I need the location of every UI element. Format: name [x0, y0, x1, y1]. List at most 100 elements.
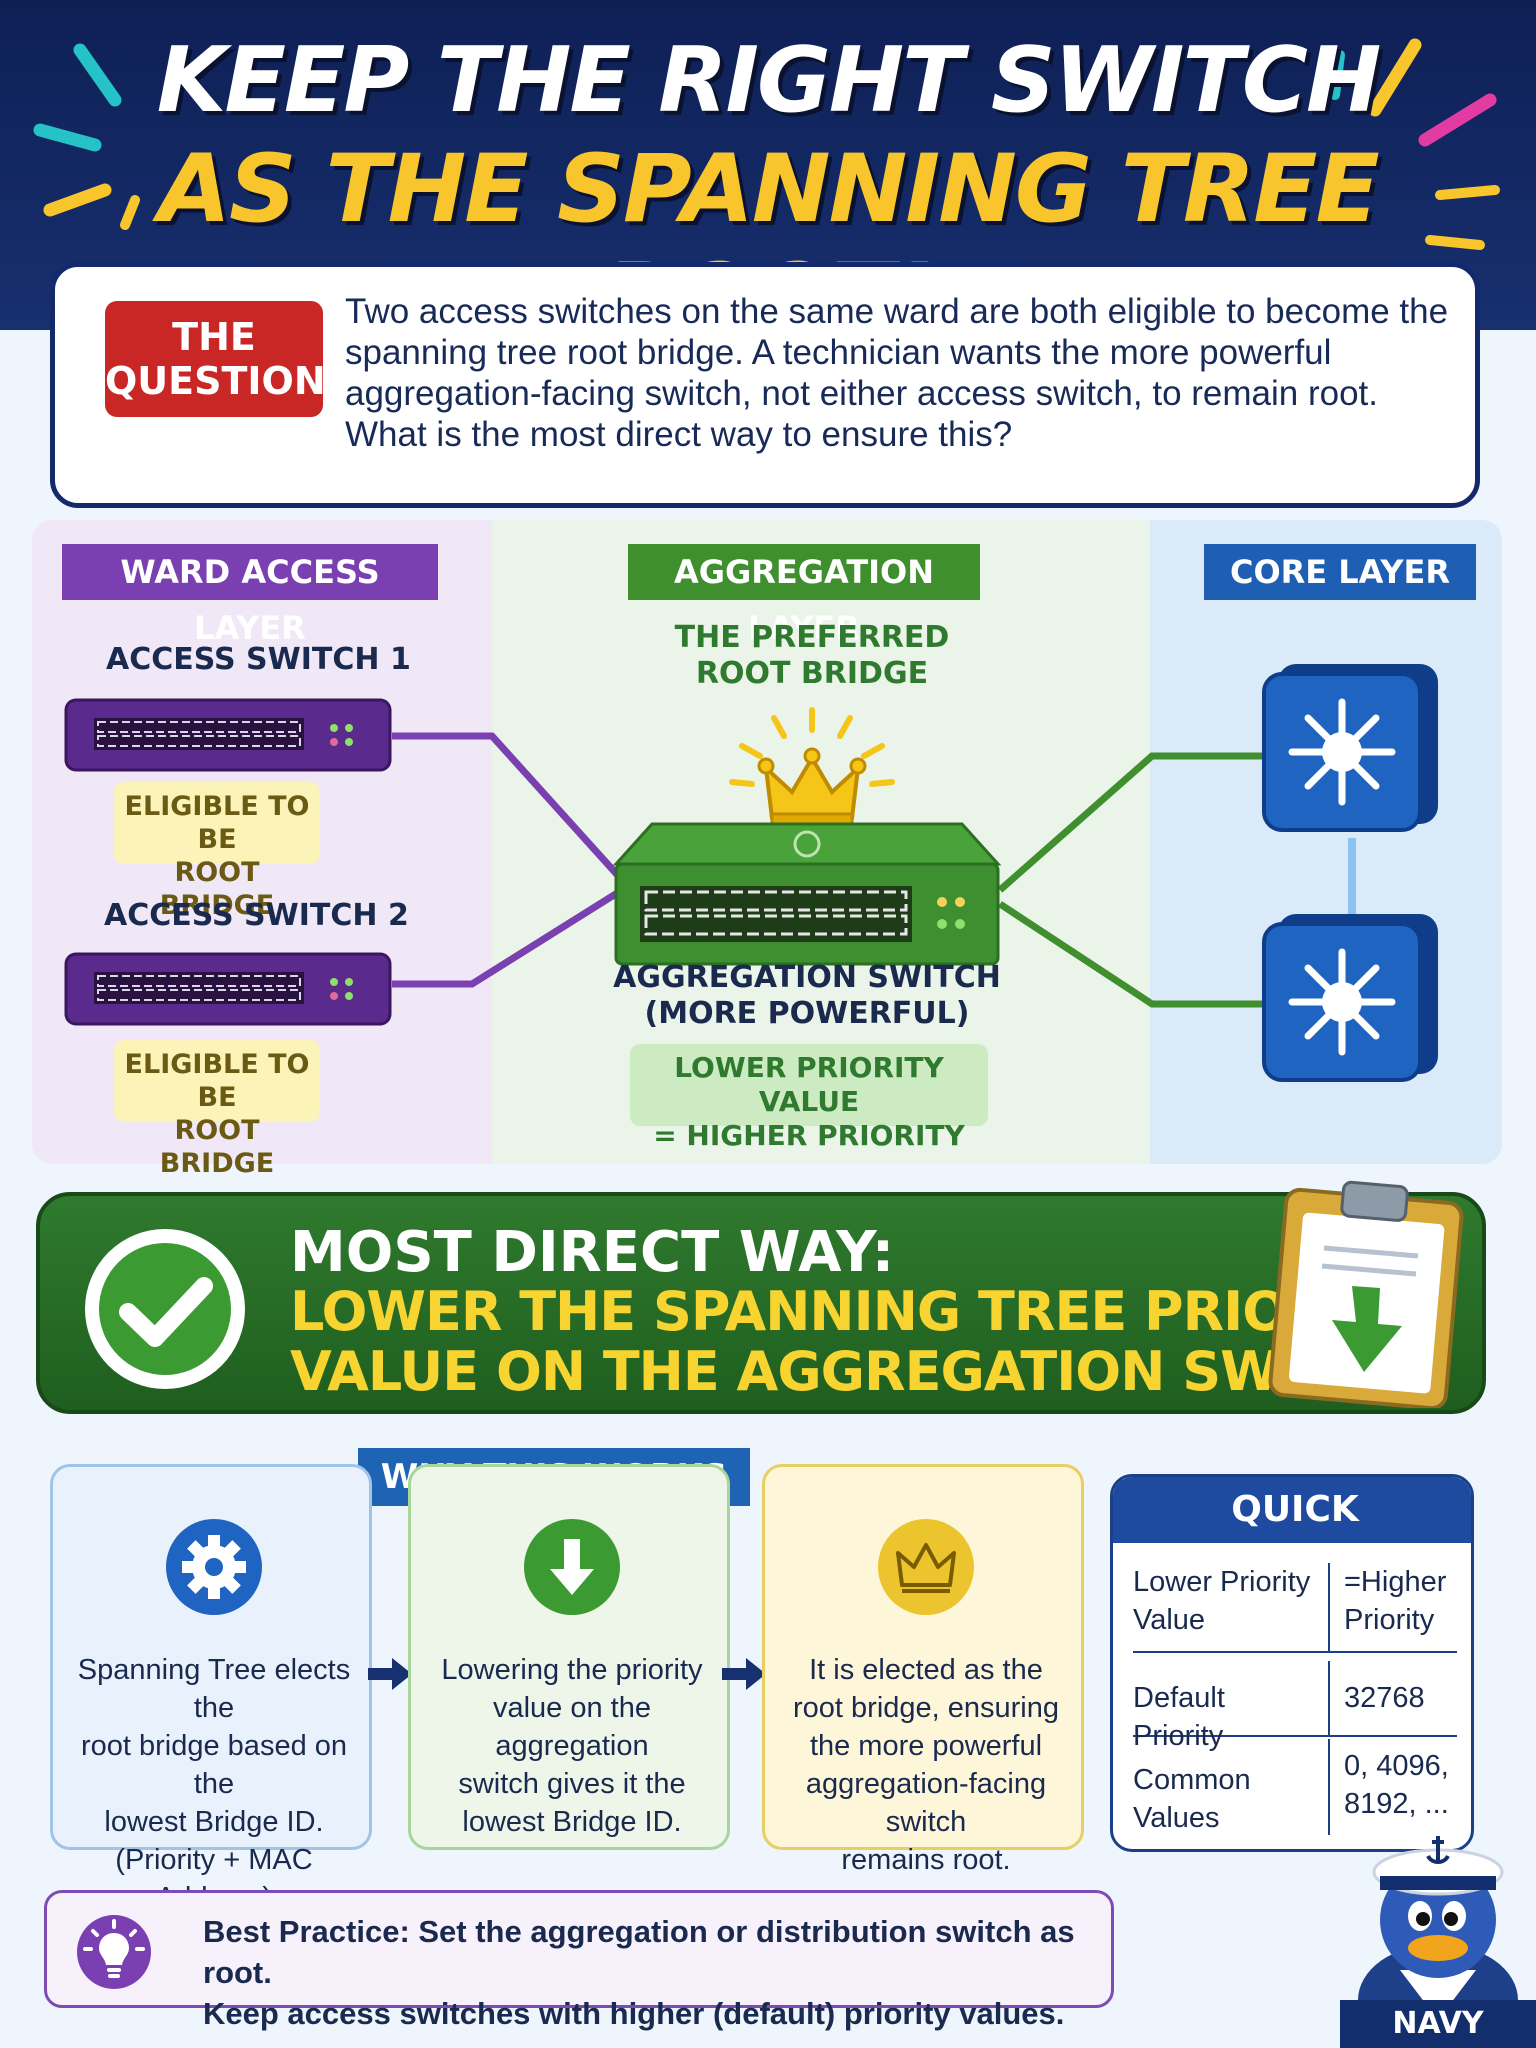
ward-access-layer-tag: WARD ACCESS LAYER	[62, 544, 438, 647]
link-aggregation-core1	[997, 752, 1272, 893]
quick-reference-row: Common Values 0, 4096, 8192, ...	[1133, 1739, 1457, 1835]
aggregation-switch-line-2: (MORE POWERFUL)	[644, 996, 970, 1031]
why-card-1-text: Spanning Tree elects the root bridge bas…	[71, 1651, 357, 1917]
why-card-2-line-4: lowest Bridge ID.	[462, 1806, 682, 1838]
best-practice-line-2: Keep access switches with higher (defaul…	[203, 1996, 1065, 2031]
quick-reference-key: Default Priority	[1133, 1679, 1313, 1755]
link-access1-aggregation	[392, 732, 625, 883]
why-card-3-text: It is elected as the root bridge, ensuri…	[783, 1651, 1069, 1879]
why-card-3-line-1: It is elected as the	[809, 1654, 1043, 1686]
answer-heading: MOST DIRECT WAY:	[290, 1220, 895, 1285]
why-card-2-line-3: switch gives it the	[458, 1768, 686, 1800]
why-card-2: Lowering the priority value on the aggre…	[408, 1464, 730, 1850]
row-1-key-line-2: Value	[1133, 1604, 1206, 1636]
gear-icon	[166, 1519, 262, 1615]
access-switch-1-note: ELIGIBLE TO BE ROOT BRIDGE	[114, 782, 320, 921]
core-switch-2-icon	[1262, 914, 1438, 1082]
question-text: Two access switches on the same ward are…	[345, 292, 1449, 454]
network-diagram: WARD ACCESS LAYER AGGREGATION LAYER CORE…	[32, 520, 1502, 1179]
priority-note-line-1: LOWER PRIORITY VALUE	[674, 1051, 944, 1118]
question-box: THE QUESTION: Two access switches on the…	[50, 262, 1480, 508]
crown-icon	[729, 707, 895, 830]
quick-reference-value: 32768	[1328, 1661, 1463, 1735]
link-aggregation-core2	[998, 901, 1272, 1008]
row-3-value-line-2: 8192, ...	[1344, 1788, 1449, 1820]
check-circle-icon	[85, 1229, 245, 1389]
quick-reference-row: Default Priority 32768	[1133, 1661, 1457, 1752]
row-2-value-line-1: 32768	[1344, 1682, 1425, 1714]
crown-shape	[896, 1543, 956, 1593]
lightbulb-shape	[83, 1919, 145, 1978]
priority-note-line-2: = HIGHER PRIORITY	[653, 1119, 965, 1152]
quick-reference-value: =Higher Priority	[1328, 1563, 1463, 1651]
why-card-2-line-2: value on the aggregation	[492, 1692, 651, 1762]
link-access2-aggregation	[392, 887, 624, 988]
row-1-value-line-2: Priority	[1344, 1604, 1435, 1636]
access-switch-2-note-line-1: ELIGIBLE TO BE	[124, 1049, 310, 1113]
row-1-value-line-1: =Higher	[1344, 1566, 1447, 1598]
access-switch-2-note-line-2: ROOT BRIDGE	[159, 1115, 275, 1179]
access-switch-2-label: ACCESS SWITCH 2	[104, 898, 409, 933]
preferred-root-line-1: THE PREFERRED	[674, 620, 950, 655]
down-arrow-shape	[550, 1539, 594, 1595]
answer-line-2: VALUE ON THE AGGREGATION SWITCH	[290, 1340, 1417, 1403]
gear-icon-shape	[182, 1535, 246, 1599]
access-switch-2-note: ELIGIBLE TO BE ROOT BRIDGE	[114, 1040, 320, 1179]
aggregation-switch-icon	[612, 822, 1002, 966]
right-burst-icon	[1330, 38, 1500, 250]
quick-reference-table: QUICK REFERENCE Lower Priority Value =Hi…	[1110, 1474, 1474, 1852]
connection-lines	[392, 732, 1356, 1008]
question-tag: THE QUESTION:	[105, 301, 341, 417]
access-switch-1-note-line-2: ROOT BRIDGE	[159, 857, 275, 921]
core-switch-1-icon	[1262, 664, 1438, 832]
header-banner: KEEP THE RIGHT SWITCH AS THE SPANNING TR…	[0, 0, 1536, 353]
quick-reference-title: QUICK REFERENCE	[1113, 1477, 1471, 1596]
clipboard-down-arrow-icon	[1268, 1180, 1464, 1408]
aggregation-layer-tag: AGGREGATION LAYER	[628, 544, 980, 647]
lightbulb-icon	[77, 1915, 151, 1989]
quick-reference-row: Lower Priority Value =Higher Priority	[1133, 1563, 1457, 1653]
question-tag-line-1: THE	[172, 315, 256, 359]
why-card-3-line-5: remains root.	[841, 1844, 1011, 1876]
left-burst-icon	[33, 43, 140, 230]
title-line-1: KEEP THE RIGHT SWITCH	[156, 28, 1382, 133]
priority-note: LOWER PRIORITY VALUE = HIGHER PRIORITY	[630, 1044, 988, 1152]
core-layer-tag: CORE LAYER	[1204, 544, 1476, 600]
row-1-key-line-1: Lower Priority	[1133, 1566, 1311, 1598]
why-card-3-line-4: aggregation-facing switch	[805, 1768, 1047, 1838]
why-card-2-line-1: Lowering the priority	[441, 1654, 703, 1686]
crown-icon	[878, 1519, 974, 1615]
aggregation-switch-line-1: AGGREGATION SWITCH	[613, 960, 1001, 995]
why-card-1: Spanning Tree elects the root bridge bas…	[50, 1464, 372, 1914]
answer-line-1: LOWER THE SPANNING TREE PRIORITY	[290, 1280, 1422, 1343]
why-card-2-text: Lowering the priority value on the aggre…	[429, 1651, 715, 1841]
access-switch-1-label: ACCESS SWITCH 1	[106, 642, 411, 677]
why-card-1-line-3: lowest Bridge ID.	[104, 1806, 324, 1838]
aggregation-switch-label: AGGREGATION SWITCH (MORE POWERFUL)	[612, 960, 1002, 1032]
down-arrow-icon	[524, 1519, 620, 1615]
right-arrow-icon	[722, 1658, 766, 1690]
best-practice-line-1: Best Practice: Set the aggregation or di…	[203, 1914, 1075, 1990]
why-card-1-line-1: Spanning Tree elects the	[77, 1654, 351, 1724]
best-practice-text: Best Practice: Set the aggregation or di…	[203, 1911, 1111, 2034]
preferred-root-label: THE PREFERRED ROOT BRIDGE	[632, 620, 992, 692]
quick-reference-key: Lower Priority Value	[1133, 1563, 1313, 1639]
best-practice-box: Best Practice: Set the aggregation or di…	[44, 1890, 1114, 2031]
why-card-3-line-2: root bridge, ensuring	[793, 1692, 1059, 1724]
why-card-3: It is elected as the root bridge, ensuri…	[762, 1464, 1084, 1876]
mascot-name-label: NAVY DUCK	[1340, 2000, 1536, 2048]
quick-reference-key: Common Values	[1133, 1761, 1313, 1837]
access-switch-1-note-line-1: ELIGIBLE TO BE	[124, 791, 310, 855]
answer-banner: MOST DIRECT WAY: LOWER THE SPANNING TREE…	[36, 1180, 1486, 1414]
why-card-3-line-3: the more powerful	[809, 1730, 1043, 1762]
row-3-value-line-1: 0, 4096,	[1344, 1750, 1449, 1782]
right-arrow-icon	[368, 1658, 412, 1690]
row-2-key-line-1: Default Priority	[1133, 1682, 1225, 1752]
access-switch-2-icon	[64, 952, 392, 1026]
row-3-key-line-1: Common Values	[1133, 1764, 1251, 1834]
access-switch-1-icon	[64, 698, 392, 772]
question-tag-line-2: QUESTION:	[105, 359, 341, 403]
why-card-1-line-2: root bridge based on the	[80, 1730, 348, 1800]
quick-reference-value: 0, 4096, 8192, ...	[1328, 1739, 1463, 1835]
preferred-root-line-2: ROOT BRIDGE	[695, 656, 929, 691]
